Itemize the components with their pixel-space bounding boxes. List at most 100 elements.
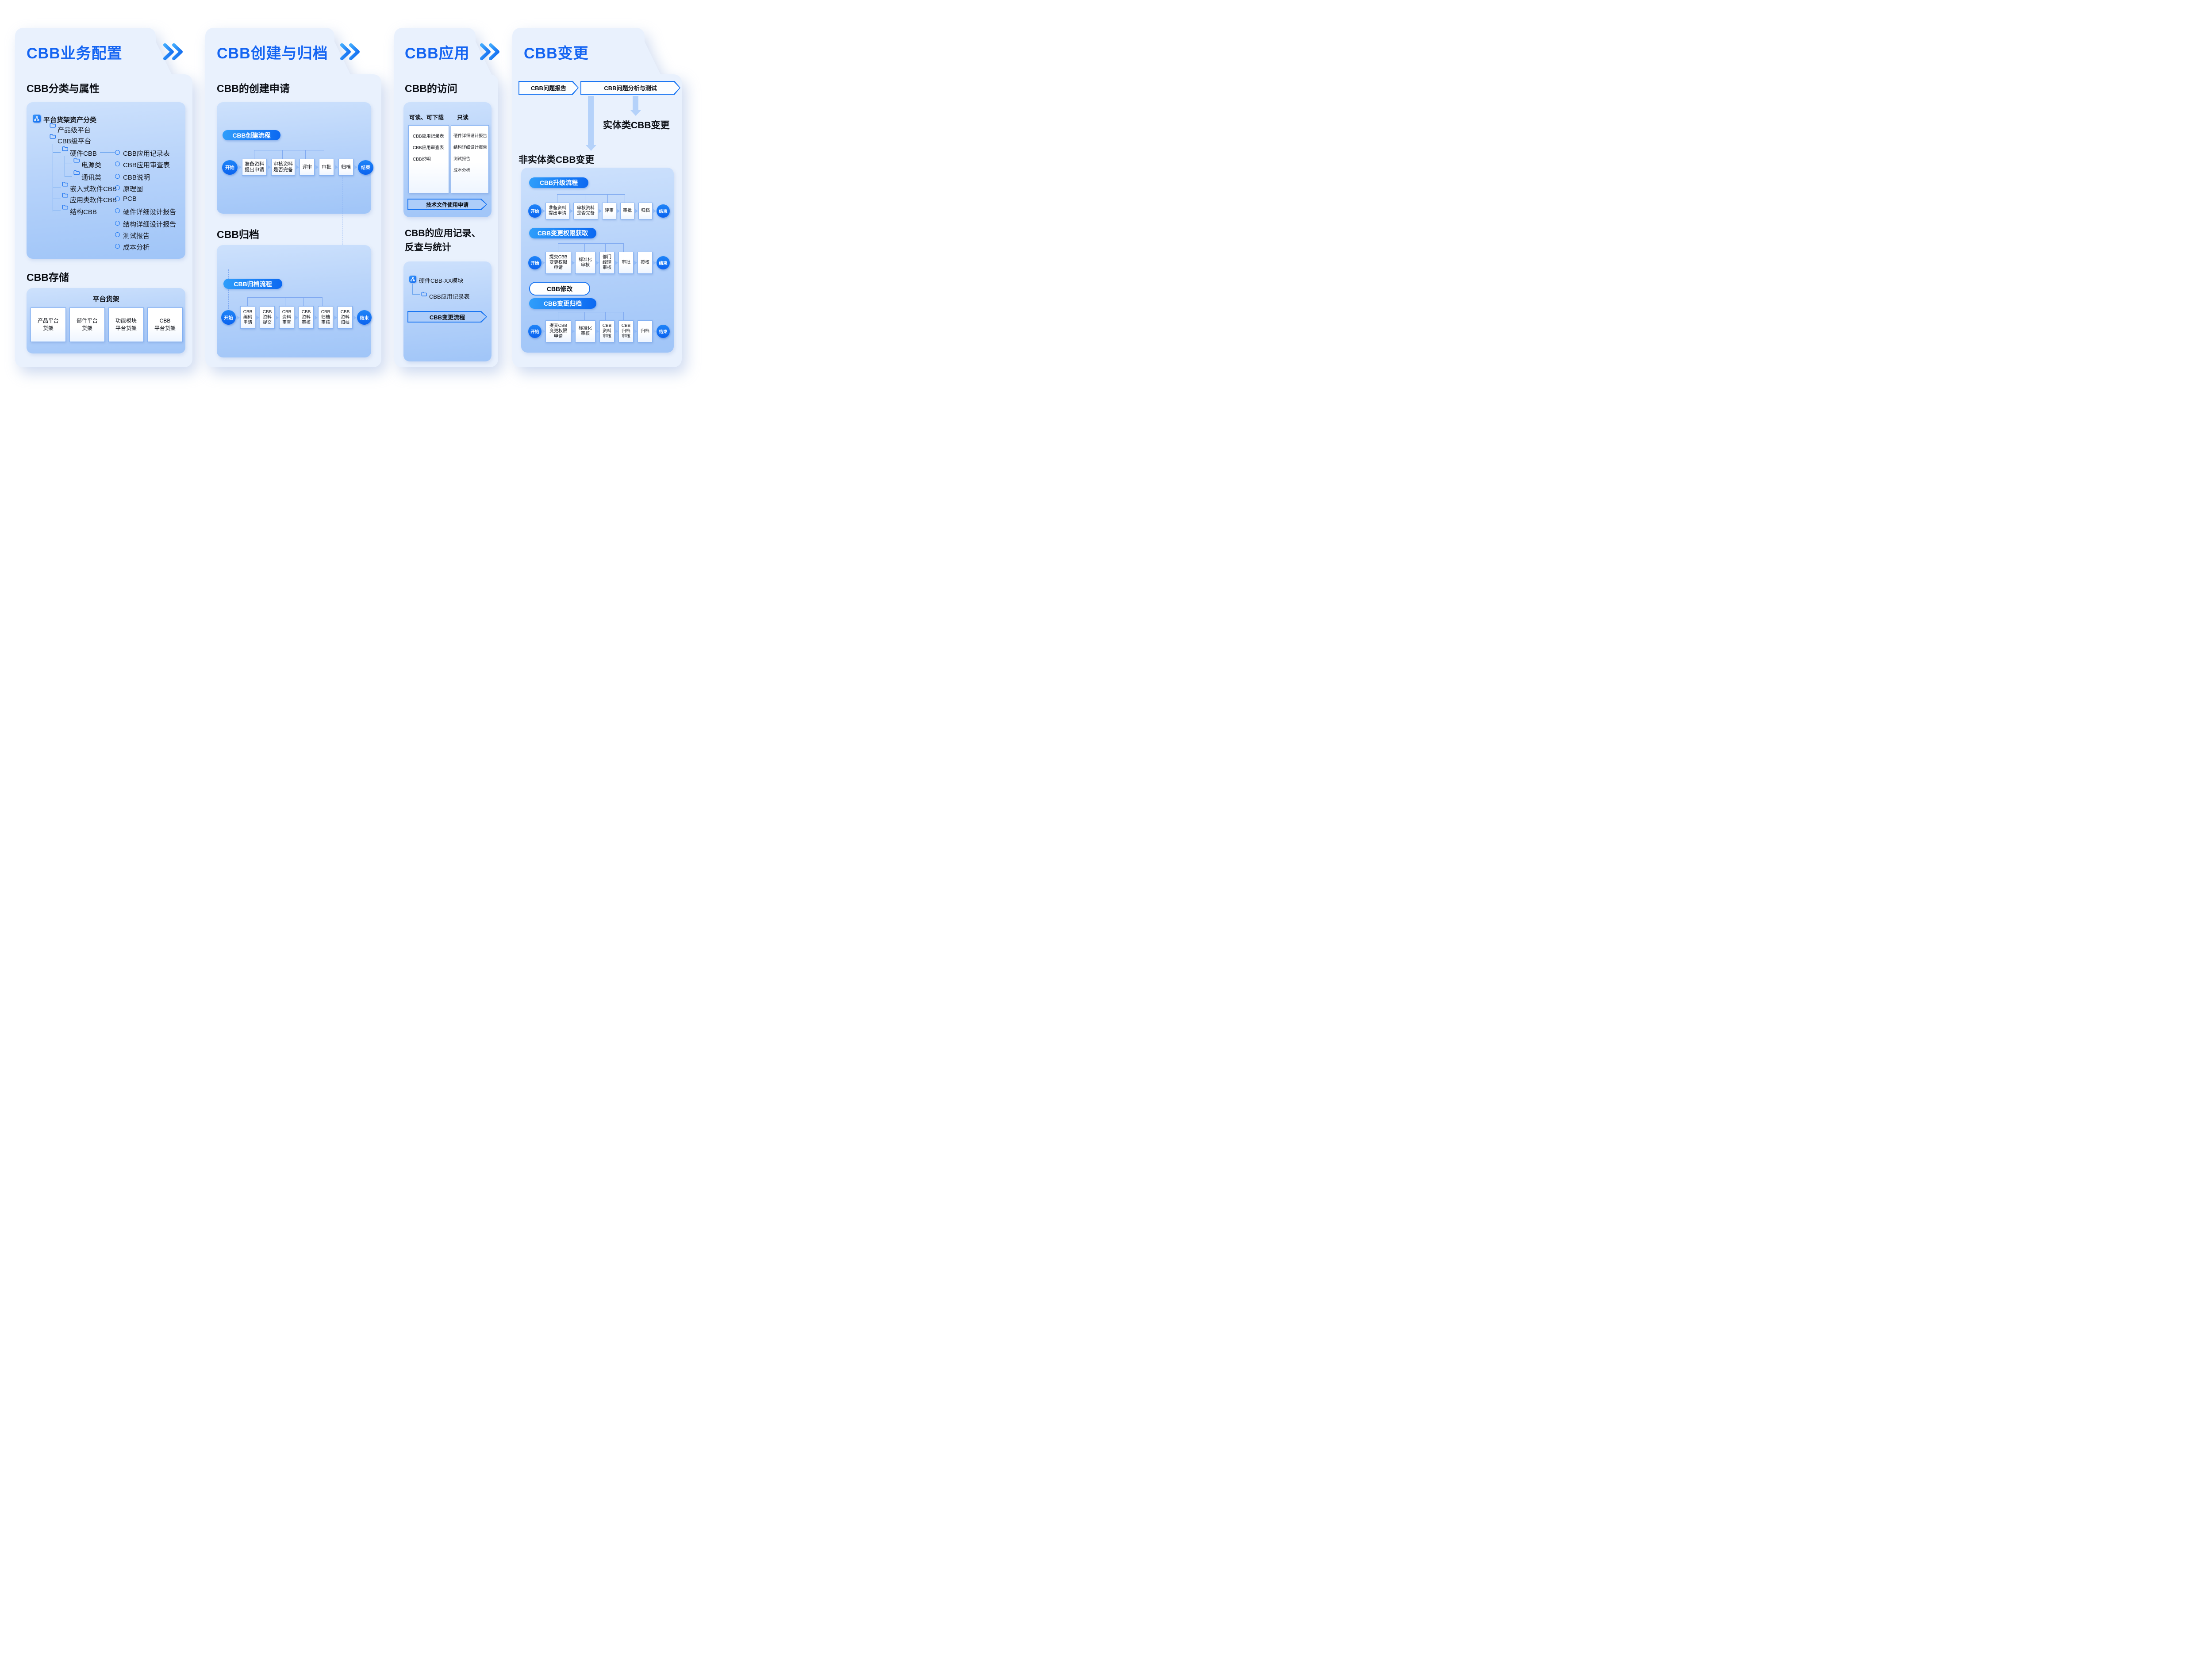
folder-icon xyxy=(62,204,68,210)
feedback-line xyxy=(556,243,624,255)
folder-icon xyxy=(50,134,56,139)
flow-step: 准备资料提出申请 xyxy=(545,203,569,219)
double-chevron-icon xyxy=(340,43,360,61)
card-title: CBB创建与归档 xyxy=(217,45,328,62)
flow-step: 归档 xyxy=(637,320,653,342)
banner-text: CBB问题报告 xyxy=(530,85,567,92)
flow-row: 开始 准备资料提出申请 审核资料是否完备 评审 审批 归档 结束 xyxy=(222,159,373,176)
tree-root-label: 平台货架资产分类 xyxy=(43,116,97,124)
flow-arrow-icon xyxy=(653,209,657,213)
readable-label: 可读、可下载 xyxy=(409,114,444,121)
section-heading-record-line2: 反查与统计 xyxy=(405,242,451,253)
card-tab xyxy=(205,28,334,74)
flow-arrow-icon xyxy=(571,329,575,334)
banner-text: CBB问题分析与测试 xyxy=(604,85,657,92)
banner-text: CBB变更流程 xyxy=(429,314,465,321)
card-business-config: CBB业务配置 CBB分类与属性 平台货架资产分类 产品级平台 CBB级平台 硬 xyxy=(15,28,192,367)
feedback-stub xyxy=(584,312,585,321)
attribute-item: CBB应用记录表 xyxy=(123,150,170,157)
tree-node: 硬件CBB xyxy=(70,150,97,157)
tree-node: CBB级平台 xyxy=(58,138,91,145)
flow-arrow-icon xyxy=(236,315,240,320)
shelf-box: 功能模块 平台货架 xyxy=(108,307,144,342)
card-change: CBB变更 CBB问题报告 CBB问题分析与测试 实体类CBB变更 非实体类CB… xyxy=(512,28,682,367)
flow-arrow-icon xyxy=(595,329,599,334)
flow-end-node: 结束 xyxy=(357,310,372,325)
card-tab xyxy=(512,28,645,74)
folder-icon xyxy=(421,292,427,296)
archive-panel xyxy=(217,245,371,357)
banner-fill xyxy=(408,200,486,209)
section-heading-storage: CBB存储 xyxy=(27,272,69,283)
record-table-label: CBB应用记录表 xyxy=(429,293,470,300)
shelf-label: 产品平台 xyxy=(37,318,59,324)
flow-start-node: 开始 xyxy=(222,160,238,175)
shelf-label: 平台货架 xyxy=(154,325,176,331)
tree-node: 通讯类 xyxy=(81,174,102,181)
card-tab xyxy=(394,28,476,74)
banner-problem-analysis: CBB问题分析与测试 xyxy=(580,81,680,95)
attribute-item: 测试报告 xyxy=(123,232,150,240)
down-arrow-entity xyxy=(633,96,638,110)
double-chevron-icon xyxy=(480,43,499,61)
attribute-item: 硬件详细设计报告 xyxy=(123,208,177,216)
down-arrow-nonentity xyxy=(588,96,594,145)
flow-arrow-icon xyxy=(255,315,260,320)
banner-fill xyxy=(408,312,486,322)
flow-step: 授权 xyxy=(637,252,653,274)
module-label: 硬件CBB-XX模块 xyxy=(419,277,464,284)
doc-item: 测试报告 xyxy=(453,157,471,161)
flow-arrow-icon xyxy=(353,315,357,320)
flow-arrow-icon xyxy=(314,315,318,320)
circle-bullet xyxy=(115,232,120,237)
flow-arrow-icon xyxy=(275,315,279,320)
flow-step: 评审 xyxy=(602,203,616,219)
doc-item: CBB说明 xyxy=(413,157,431,162)
folder-icon xyxy=(73,157,80,163)
flow-arrow-icon xyxy=(295,165,300,169)
flow-row: 开始 准备资料提出申请 审核资料是否完备 评审 审批 归档 结束 xyxy=(528,203,670,219)
flow-end-node: 结束 xyxy=(657,204,670,218)
card-create-archive: CBB创建与归档 CBB的创建申请 CBB创建流程 开始 准备资料提出申请 审核… xyxy=(205,28,381,367)
flow-step: 归档 xyxy=(638,203,653,219)
card-title: CBB业务配置 xyxy=(27,45,123,62)
circle-bullet xyxy=(115,208,120,213)
readable-doc-box xyxy=(408,125,449,193)
flow-step: 审核资料是否完备 xyxy=(271,159,295,176)
tree-node: 电源类 xyxy=(81,161,102,169)
doc-item: 硬件详细设计报告 xyxy=(453,134,488,138)
flow-arrow-icon xyxy=(614,261,618,265)
feedback-stub xyxy=(282,150,283,160)
banner-fill xyxy=(519,82,578,94)
section-heading-archive: CBB归档 xyxy=(217,229,259,240)
flow-arrow-icon xyxy=(541,329,545,334)
doc-item: 结构详细设计报告 xyxy=(453,145,488,150)
feedback-stub xyxy=(605,243,606,253)
feedback-line xyxy=(245,297,323,310)
card-title: CBB应用 xyxy=(405,45,470,62)
tree-line xyxy=(412,284,413,294)
create-flow: 开始 准备资料提出申请 审核资料是否完备 评审 审批 归档 结束 xyxy=(222,150,373,176)
section-heading-classify: CBB分类与属性 xyxy=(27,83,100,94)
feedback-stub xyxy=(303,297,304,307)
badge-permission-process: CBB变更权限获取 xyxy=(529,228,596,238)
tree-node: 嵌入式软件CBB xyxy=(70,185,117,193)
attribute-item: PCB xyxy=(123,195,137,203)
readonly-doc-box xyxy=(451,125,489,193)
flow-arrow-icon xyxy=(541,209,545,213)
tree-line xyxy=(53,152,61,153)
shelf-label: CBB xyxy=(159,318,171,324)
shelf-label: 功能模块 xyxy=(115,318,137,324)
circle-bullet xyxy=(115,221,120,226)
flow-arrow-icon xyxy=(569,209,573,213)
